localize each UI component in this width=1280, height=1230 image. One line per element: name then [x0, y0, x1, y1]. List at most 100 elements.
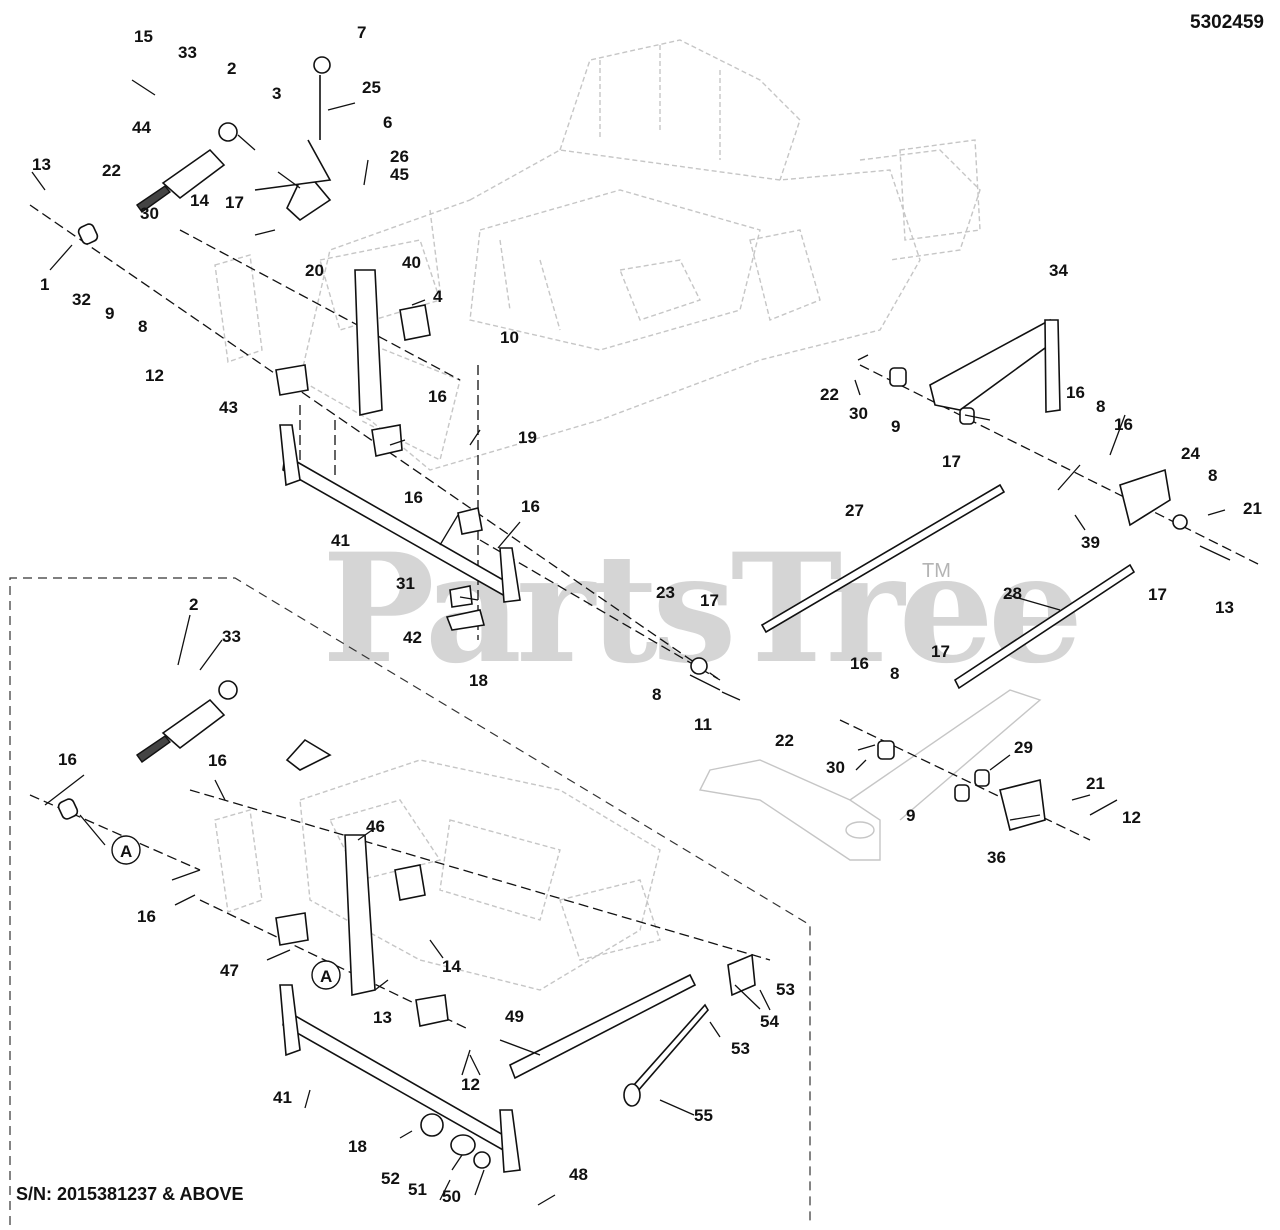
callout-33: 33 — [222, 627, 241, 646]
callout-9: 9 — [105, 304, 114, 323]
callout-16: 16 — [1114, 415, 1133, 434]
view-marker-a-1: A — [111, 835, 141, 865]
callout-29: 29 — [1014, 738, 1033, 757]
callout-4: 4 — [433, 287, 443, 306]
callout-21: 21 — [1243, 499, 1262, 518]
callout-50: 50 — [442, 1187, 461, 1206]
callout-31: 31 — [396, 574, 415, 593]
callout-12: 12 — [461, 1075, 480, 1094]
deck-arm-ghost — [698, 689, 1042, 861]
callout-8: 8 — [890, 664, 899, 683]
callout-7: 7 — [357, 23, 366, 42]
callout-52: 52 — [381, 1169, 400, 1188]
callout-2: 2 — [227, 59, 236, 78]
callout-42: 42 — [403, 628, 422, 647]
callout-21: 21 — [1086, 774, 1105, 793]
serial-number-note: S/N: 2015381237 & ABOVE — [16, 1184, 244, 1204]
callout-16: 16 — [521, 497, 540, 516]
callout-18: 18 — [469, 671, 488, 690]
callout-45: 45 — [390, 165, 409, 184]
callout-51: 51 — [408, 1180, 427, 1199]
callout-55: 55 — [694, 1106, 713, 1125]
inset-boundary — [9, 577, 811, 1225]
callout-17: 17 — [1148, 585, 1167, 604]
callout-46: 46 — [366, 817, 385, 836]
callout-11: 11 — [694, 715, 712, 734]
callout-3: 3 — [272, 84, 281, 103]
callout-41: 41 — [273, 1088, 292, 1107]
callout-23: 23 — [656, 583, 675, 602]
callout-54: 54 — [760, 1012, 779, 1031]
callout-8: 8 — [1096, 397, 1105, 416]
callout-17: 17 — [700, 591, 719, 610]
callout-8: 8 — [652, 685, 661, 704]
callout-36: 36 — [987, 848, 1006, 867]
callout-18: 18 — [348, 1137, 367, 1156]
callout-24: 24 — [1181, 444, 1200, 463]
callout-16: 16 — [850, 654, 869, 673]
callout-44: 44 — [132, 118, 151, 137]
callout-30: 30 — [849, 404, 868, 423]
callout-10: 10 — [500, 328, 519, 347]
callout-53: 53 — [731, 1039, 750, 1058]
callout-16: 16 — [428, 387, 447, 406]
drawing-number: 5302459 — [1190, 12, 1264, 33]
callout-16: 16 — [137, 907, 156, 926]
callout-25: 25 — [362, 78, 381, 97]
callout-1: 1 — [40, 275, 49, 294]
assembly-axes — [29, 204, 1261, 1031]
callout-17: 17 — [931, 642, 950, 661]
callout-26: 26 — [390, 147, 409, 166]
svg-text:A: A — [320, 967, 332, 986]
callout-48: 48 — [569, 1165, 588, 1184]
callout-13: 13 — [373, 1008, 392, 1027]
callout-40: 40 — [402, 253, 421, 272]
upper-parts — [77, 56, 1188, 831]
callout-30: 30 — [140, 204, 159, 223]
callout-17: 17 — [225, 193, 244, 212]
callout-53: 53 — [776, 980, 795, 999]
callout-13: 13 — [32, 155, 51, 174]
callout-12: 12 — [1122, 808, 1141, 827]
callout-20: 20 — [305, 261, 324, 280]
callout-39: 39 — [1081, 533, 1100, 552]
callout-14: 14 — [190, 191, 209, 210]
callout-22: 22 — [775, 731, 794, 750]
callout-8: 8 — [1208, 466, 1217, 485]
callout-13: 13 — [1215, 598, 1234, 617]
callout-49: 49 — [505, 1007, 524, 1026]
lift-assist-cylinder — [131, 79, 238, 213]
svg-text:A: A — [120, 842, 132, 861]
view-marker-a-2: A — [311, 960, 341, 990]
callout-15: 15 — [134, 27, 153, 46]
callout-43: 43 — [219, 398, 238, 417]
callout-2: 2 — [189, 595, 198, 614]
callout-27: 27 — [845, 501, 864, 520]
callout-47: 47 — [220, 961, 239, 980]
callout-14: 14 — [442, 957, 461, 976]
callout-16: 16 — [208, 751, 227, 770]
callout-30: 30 — [826, 758, 845, 777]
callout-34: 34 — [1049, 261, 1068, 280]
part-callouts: 15 33 2 7 25 3 44 6 26 13 22 14 17 45 30… — [32, 23, 1262, 1206]
callout-16: 16 — [1066, 383, 1085, 402]
callout-17: 17 — [942, 452, 961, 471]
callout-28: 28 — [1003, 584, 1022, 603]
inset-parts — [57, 680, 756, 1173]
callout-41: 41 — [331, 531, 350, 550]
trademark-mark: TM — [922, 560, 951, 582]
callout-6: 6 — [383, 113, 392, 132]
callout-16: 16 — [58, 750, 77, 769]
callout-22: 22 — [820, 385, 839, 404]
callout-9: 9 — [891, 417, 900, 436]
callout-22: 22 — [102, 161, 121, 180]
callout-33: 33 — [178, 43, 197, 62]
callout-32: 32 — [72, 290, 91, 309]
callout-9: 9 — [906, 806, 915, 825]
callout-19: 19 — [518, 428, 537, 447]
callout-12: 12 — [145, 366, 164, 385]
callout-8: 8 — [138, 317, 147, 336]
callout-16: 16 — [404, 488, 423, 507]
leader-lines — [31, 102, 1231, 1206]
